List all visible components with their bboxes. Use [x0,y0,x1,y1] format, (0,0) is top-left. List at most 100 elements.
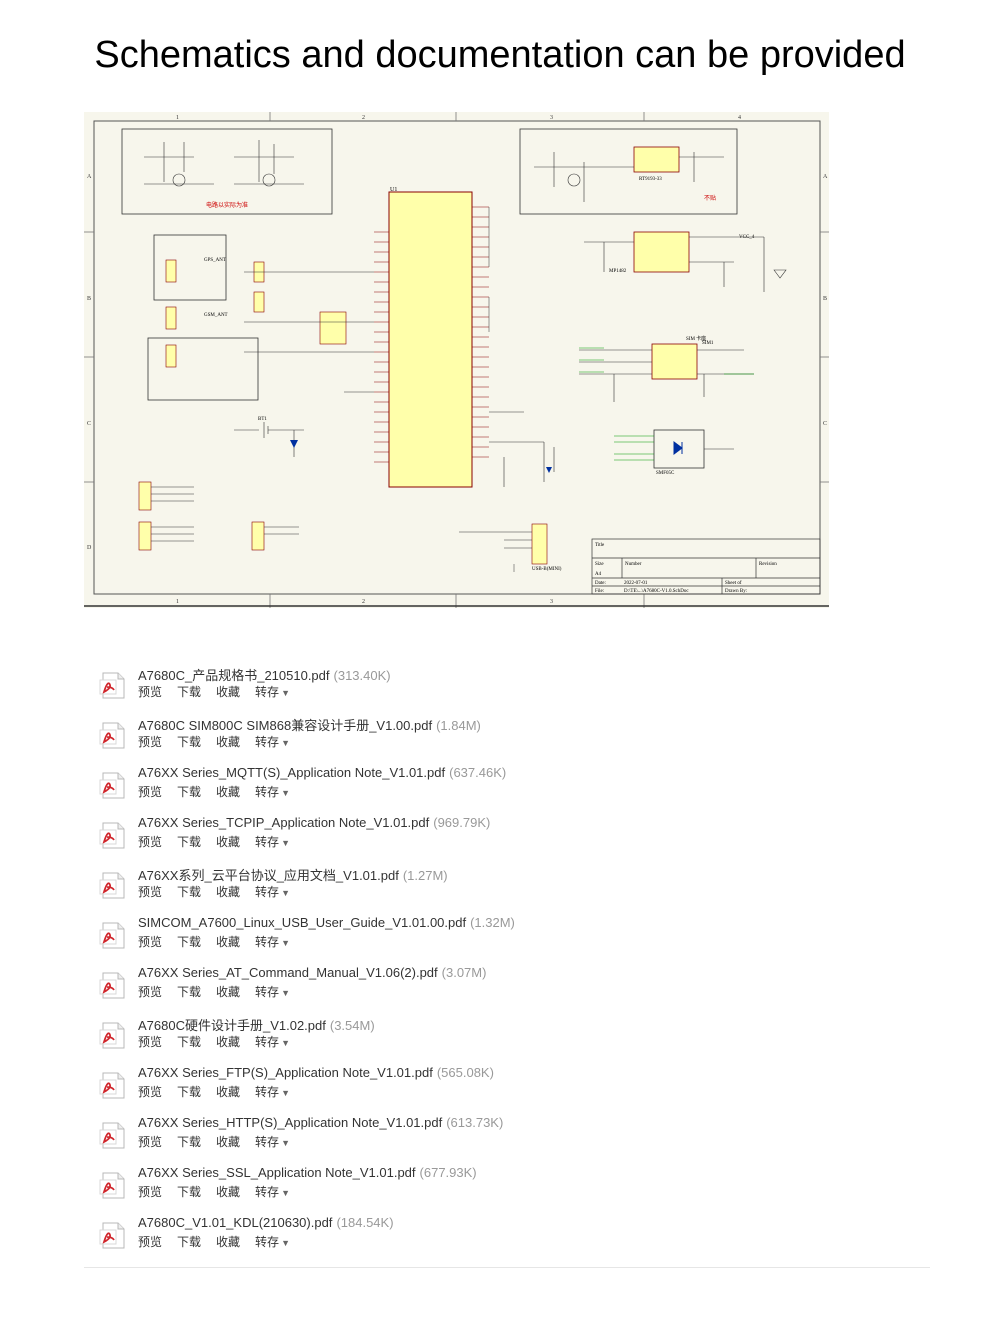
favorite-button[interactable]: 收藏 [216,1035,241,1049]
page-headline: Schematics and documentation can be prov… [94,34,906,76]
preview-button[interactable]: 预览 [138,1035,163,1049]
col-number: 2 [362,115,365,121]
file-item: SIMCOM_A7600_Linux_USB_User_Guide_V1.01.… [84,906,930,956]
svg-text:SIM 卡座: SIM 卡座 [686,335,706,342]
file-actions: 预览下载收藏转存▼ [138,1033,305,1050]
file-title-line: A76XX Series_FTP(S)_Application Note_V1.… [138,1065,494,1080]
preview-button[interactable]: 预览 [138,735,163,749]
svg-text:MP1482: MP1482 [609,269,627,274]
favorite-button[interactable]: 收藏 [216,1235,241,1249]
file-name-link[interactable]: A76XX Series_TCPIP_Application Note_V1.0… [138,815,430,830]
download-button[interactable]: 下载 [177,1235,202,1249]
file-name-link[interactable]: A76XX Series_AT_Command_Manual_V1.06(2).… [138,965,438,980]
file-title-line: SIMCOM_A7600_Linux_USB_User_Guide_V1.01.… [138,915,515,930]
forward-button[interactable]: 转存▼ [255,1235,290,1249]
preview-button[interactable]: 预览 [138,1135,163,1149]
svg-text:Size: Size [595,562,604,567]
preview-button[interactable]: 预览 [138,1085,163,1099]
download-button[interactable]: 下载 [177,1085,202,1099]
preview-button[interactable]: 预览 [138,885,163,899]
file-item: A7680C硬件设计手册_V1.02.pdf(3.54M)预览下载收藏转存▼ [84,1006,930,1056]
download-button[interactable]: 下载 [177,735,202,749]
svg-text:SMF05C: SMF05C [656,471,675,476]
favorite-button[interactable]: 收藏 [216,785,241,799]
download-button[interactable]: 下载 [177,785,202,799]
preview-button[interactable]: 预览 [138,1185,163,1199]
svg-text:GPS_ANT: GPS_ANT [204,258,226,263]
favorite-button[interactable]: 收藏 [216,1185,241,1199]
forward-button[interactable]: 转存▼ [255,885,290,899]
download-button[interactable]: 下载 [177,1035,202,1049]
forward-button[interactable]: 转存▼ [255,685,290,699]
download-button[interactable]: 下载 [177,1185,202,1199]
favorite-button[interactable]: 收藏 [216,685,241,699]
favorite-button[interactable]: 收藏 [216,835,241,849]
forward-label: 转存 [255,1185,280,1199]
forward-label: 转存 [255,1085,280,1099]
file-name-link[interactable]: A7680C SIM800C SIM868兼容设计手册_V1.00.pdf [138,718,433,733]
file-name-link[interactable]: A76XX Series_MQTT(S)_Application Note_V1… [138,765,446,780]
favorite-button[interactable]: 收藏 [216,985,241,999]
chevron-down-icon: ▼ [281,988,290,998]
forward-button[interactable]: 转存▼ [255,835,290,849]
file-size: (677.93K) [419,1165,477,1180]
file-name-link[interactable]: A76XX Series_HTTP(S)_Application Note_V1… [138,1115,443,1130]
preview-button[interactable]: 预览 [138,785,163,799]
row-letter: C [823,421,827,427]
file-item: A76XX Series_FTP(S)_Application Note_V1.… [84,1056,930,1106]
file-title-line: A76XX Series_SSL_Application Note_V1.01.… [138,1165,477,1180]
file-size: (313.40K) [333,668,391,683]
favorite-button[interactable]: 收藏 [216,735,241,749]
row-letter: D [87,545,92,551]
pdf-icon [98,1220,128,1250]
download-button[interactable]: 下载 [177,1135,202,1149]
forward-button[interactable]: 转存▼ [255,935,290,949]
download-button[interactable]: 下载 [177,935,202,949]
favorite-button[interactable]: 收藏 [216,1085,241,1099]
forward-button[interactable]: 转存▼ [255,985,290,999]
file-name-link[interactable]: A7680C_产品规格书_210510.pdf [138,668,330,683]
file-actions: 预览下载收藏转存▼ [138,683,305,700]
favorite-button[interactable]: 收藏 [216,935,241,949]
forward-label: 转存 [255,1235,280,1249]
file-name-link[interactable]: A76XX Series_FTP(S)_Application Note_V1.… [138,1065,433,1080]
file-title-line: A7680C_V1.01_KDL(210630).pdf(184.54K) [138,1215,394,1230]
file-actions: 预览下载收藏转存▼ [138,833,305,850]
pdf-icon [98,770,128,800]
preview-button[interactable]: 预览 [138,935,163,949]
file-title-line: A7680C SIM800C SIM868兼容设计手册_V1.00.pdf(1.… [138,715,481,734]
file-name-link[interactable]: SIMCOM_A7600_Linux_USB_User_Guide_V1.01.… [138,915,467,930]
file-name-link[interactable]: A7680C_V1.01_KDL(210630).pdf [138,1215,333,1230]
file-title-line: A76XX Series_HTTP(S)_Application Note_V1… [138,1115,503,1130]
file-size: (3.07M) [441,965,487,980]
preview-button[interactable]: 预览 [138,1235,163,1249]
file-list: A7680C_产品规格书_210510.pdf(313.40K)预览下载收藏转存… [84,656,930,1256]
file-name-link[interactable]: A7680C硬件设计手册_V1.02.pdf [138,1018,326,1033]
chevron-down-icon: ▼ [281,1238,290,1248]
file-item: A76XX Series_TCPIP_Application Note_V1.0… [84,806,930,856]
svg-text:电路以实际为准: 电路以实际为准 [206,201,248,209]
favorite-button[interactable]: 收藏 [216,885,241,899]
file-item: A76XX Series_HTTP(S)_Application Note_V1… [84,1106,930,1156]
favorite-button[interactable]: 收藏 [216,1135,241,1149]
forward-button[interactable]: 转存▼ [255,1085,290,1099]
download-button[interactable]: 下载 [177,835,202,849]
forward-button[interactable]: 转存▼ [255,1185,290,1199]
file-name-link[interactable]: A76XX系列_云平台协议_应用文档_V1.01.pdf [138,868,399,883]
download-button[interactable]: 下载 [177,985,202,999]
download-button[interactable]: 下载 [177,885,202,899]
forward-button[interactable]: 转存▼ [255,785,290,799]
forward-button[interactable]: 转存▼ [255,1035,290,1049]
preview-button[interactable]: 预览 [138,835,163,849]
download-button[interactable]: 下载 [177,685,202,699]
forward-button[interactable]: 转存▼ [255,1135,290,1149]
file-name-link[interactable]: A76XX Series_SSL_Application Note_V1.01.… [138,1165,416,1180]
forward-label: 转存 [255,985,280,999]
preview-button[interactable]: 预览 [138,685,163,699]
preview-button[interactable]: 预览 [138,985,163,999]
svg-text:Title: Title [595,543,605,548]
svg-text:Drawn By:: Drawn By: [725,589,747,594]
forward-button[interactable]: 转存▼ [255,735,290,749]
pdf-icon [98,720,128,750]
svg-text:BT1: BT1 [258,417,267,422]
